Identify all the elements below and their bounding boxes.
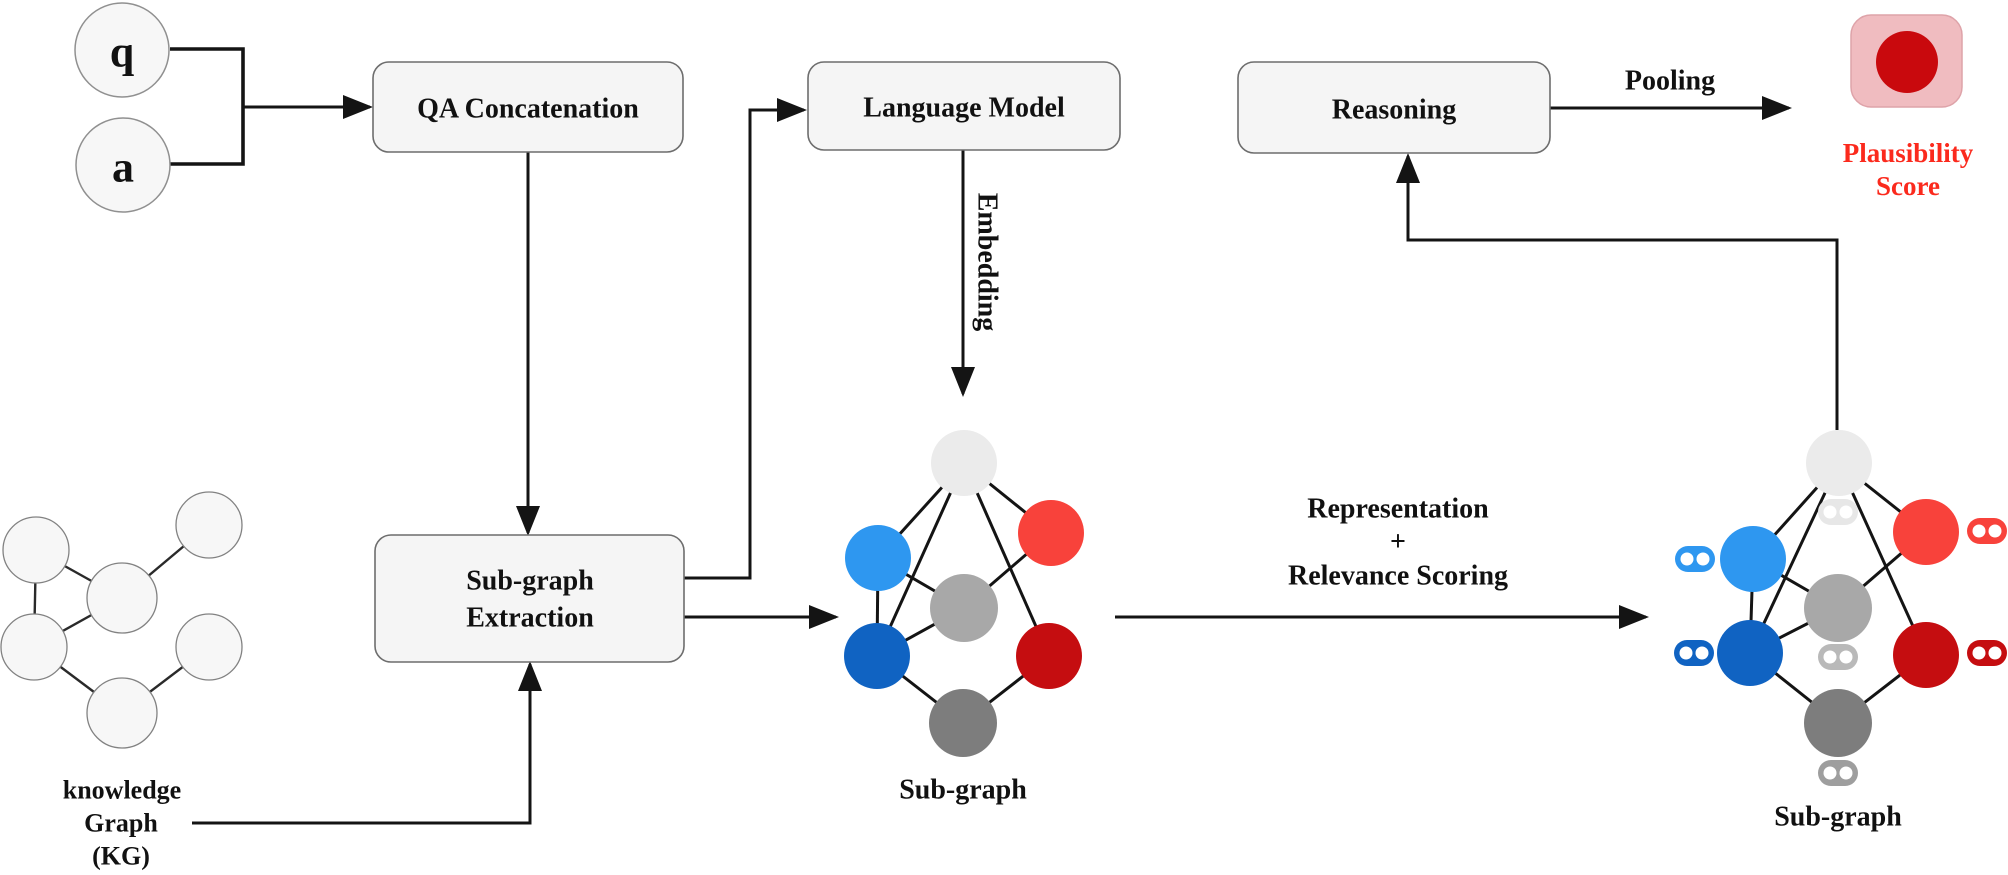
subgraph-middle-cluster	[844, 430, 1084, 757]
subgraph-node-context	[930, 574, 998, 642]
question-label: q	[110, 28, 135, 77]
link-icon	[1674, 640, 1714, 666]
question-node	[74, 2, 170, 98]
kg-node	[86, 677, 158, 749]
subgraph-right-label: Sub-graph	[1774, 802, 1902, 833]
language-model-box	[807, 61, 1121, 151]
kg-node	[0, 613, 68, 681]
kg-label-line2: Graph	[84, 809, 158, 838]
link-icon	[1818, 760, 1858, 786]
score-icon	[1850, 14, 1963, 108]
link-icon	[1675, 546, 1715, 572]
subgraph-node-question-dark	[1717, 620, 1783, 686]
representation-label-line1: Representation	[1307, 494, 1489, 525]
pooling-label: Pooling	[1625, 66, 1715, 97]
subgraph-node-answer	[1893, 499, 1959, 565]
subgraph-node-question	[845, 525, 911, 591]
kg-label-line3: (KG)	[92, 842, 150, 871]
subgraph-node-question	[1720, 526, 1786, 592]
qa-concatenation-box	[372, 61, 684, 153]
plausibility-label-line2: Score	[1876, 171, 1940, 201]
knowledge-graph	[0, 491, 243, 749]
subgraph-edge	[1837, 462, 1928, 656]
subgraph-node-answer-dark	[1893, 622, 1959, 688]
kg-node	[86, 562, 158, 634]
answer-node	[75, 117, 171, 213]
kg-node	[175, 613, 243, 681]
reasoning-label: Reasoning	[1332, 95, 1456, 126]
representation-label-line2: +	[1390, 527, 1406, 558]
subgraph-node-context	[1804, 574, 1872, 642]
language-model-label: Language Model	[863, 93, 1065, 124]
subgraph-extraction-box	[374, 534, 685, 663]
arrow-kg-to-extraction	[192, 661, 542, 825]
subgraph-edge	[875, 462, 966, 657]
subgraph-edge	[962, 462, 1051, 657]
score-icon-dot	[1876, 31, 1938, 93]
subgraph-node-question-dark	[844, 623, 910, 689]
link-icon	[1967, 640, 2007, 666]
answer-label: a	[112, 143, 134, 192]
subgraph-node-topic	[1806, 430, 1872, 496]
subgraph-middle-label: Sub-graph	[899, 775, 1027, 806]
link-icon	[1818, 644, 1858, 670]
qa-bracket-connector	[170, 47, 245, 166]
subgraph-node-topic	[931, 430, 997, 496]
subgraph-edge	[1748, 462, 1841, 654]
plausibility-label-line1: Plausibility	[1843, 138, 1974, 168]
subgraph-extraction-label-line1: Sub-graph	[466, 566, 594, 597]
subgraph-node-context-dark	[929, 689, 997, 757]
qa-concatenation-label: QA Concatenation	[417, 94, 639, 125]
subgraph-right-cluster	[1674, 430, 2007, 786]
link-icon	[1967, 518, 2007, 544]
representation-label-line3: Relevance Scoring	[1288, 561, 1508, 592]
subgraph-node-answer	[1018, 500, 1084, 566]
subgraph-node-context-dark	[1804, 689, 1872, 757]
arrow-extraction-to-language-model	[684, 98, 807, 580]
arrow-subgraph-to-reasoning	[1396, 153, 1839, 430]
kg-node	[2, 516, 70, 584]
kg-node	[175, 491, 243, 559]
subgraph-node-answer-dark	[1016, 623, 1082, 689]
embedding-label: Embedding	[972, 193, 1003, 332]
reasoning-box	[1237, 61, 1551, 154]
kg-label-line1: knowledge	[63, 776, 181, 805]
link-icon	[1818, 499, 1858, 525]
subgraph-extraction-label-line2: Extraction	[466, 603, 594, 634]
